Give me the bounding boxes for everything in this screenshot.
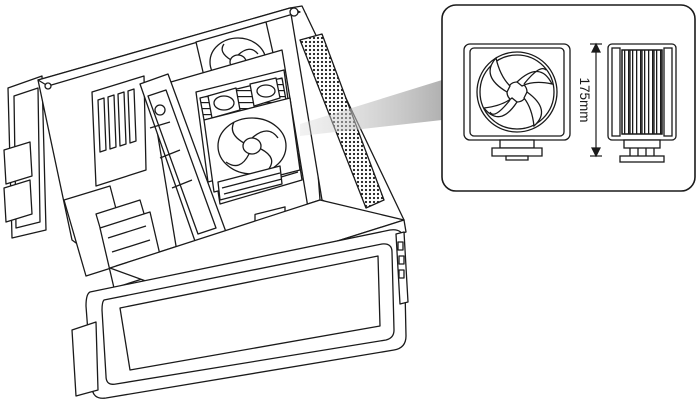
graphics-card: [139, 73, 227, 245]
pc-case: [3, 5, 409, 399]
front-io-strip: [395, 231, 409, 305]
ram-modules: [217, 165, 283, 201]
cooler-front-view: [463, 43, 571, 161]
cooler-side-view: [607, 43, 677, 163]
case-left-handle: [3, 75, 47, 239]
callout-beam: [300, 80, 442, 136]
expansion-slots: [91, 75, 147, 187]
height-dimension: [590, 42, 602, 158]
height-dimension-label: 175mm: [577, 77, 592, 122]
case-left-foot: [71, 321, 99, 397]
case-top-rim: [37, 7, 301, 90]
front-glass-panel: [85, 229, 407, 399]
